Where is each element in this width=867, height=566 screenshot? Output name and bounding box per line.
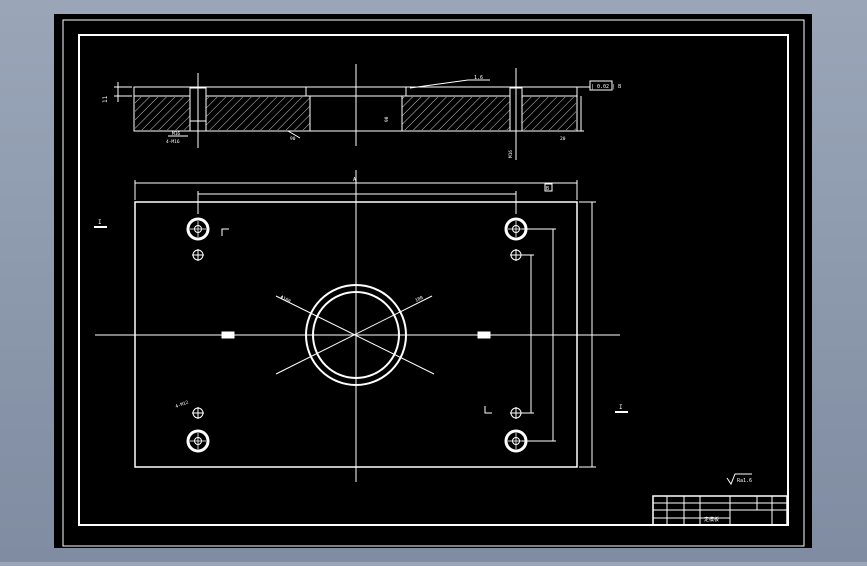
dia-right-label: 180 xyxy=(414,295,424,304)
plan-center-mark: A xyxy=(353,177,356,183)
hole-top-right xyxy=(504,217,528,241)
drawing-sheet xyxy=(54,14,812,548)
hole-bottom-left xyxy=(186,429,210,453)
small-hole-br xyxy=(510,407,522,419)
section-hole-note-1: M16 xyxy=(172,131,180,137)
bore-inner-circle xyxy=(312,291,400,379)
section-mid-callout: 90 xyxy=(290,136,296,142)
hatch-right-b xyxy=(522,97,576,130)
datum-box xyxy=(544,183,553,192)
section-hole-note-2: 4-M16 xyxy=(166,139,180,145)
small-hole-tr xyxy=(510,249,522,261)
bore-outer-circle xyxy=(305,284,407,386)
section-left-dim: 11 xyxy=(102,95,109,103)
hatch-right-a xyxy=(402,97,510,130)
center-bore-plan xyxy=(305,284,407,386)
bolt-holes xyxy=(186,217,528,453)
section-right-dim-a: 90 xyxy=(384,116,390,122)
hole-top-left xyxy=(186,217,210,241)
title-block xyxy=(652,495,788,526)
section-right-dim-b: 20 xyxy=(560,136,566,142)
sheet-inner-frame xyxy=(78,34,789,526)
section-side-mark: M16 xyxy=(508,150,514,158)
sheet-outer-border xyxy=(62,19,805,547)
hole-bottom-right xyxy=(504,429,528,453)
tb-part-name: 定模板 xyxy=(704,516,719,523)
left-section-mark: I xyxy=(98,219,102,226)
bolt-note: 4-M12 xyxy=(175,400,190,410)
section-top-callout: 1.6 xyxy=(474,75,483,81)
section-view xyxy=(114,64,613,160)
small-hole-bl xyxy=(192,407,204,419)
plan-labels: A B I I 4-M12 Φ160 180 Ra1.6 xyxy=(98,177,752,484)
hatch-left-a xyxy=(135,97,190,130)
plan-datum-label: B xyxy=(546,186,549,192)
small-hole-tl xyxy=(192,249,204,261)
hatch-left-b xyxy=(206,97,310,130)
plan-construction xyxy=(94,170,752,486)
dia-left-label: Φ160 xyxy=(279,294,292,304)
right-section-mark: I xyxy=(619,404,623,411)
section-labels: 11 1.6 | 0.02 | B M16 4-M16 90 90 20 M16 xyxy=(102,75,621,158)
section-tol-box: | 0.02 | B xyxy=(591,84,621,90)
title-block-text: 定模板 xyxy=(704,516,719,523)
surface-finish-note: Ra1.6 xyxy=(737,478,752,484)
